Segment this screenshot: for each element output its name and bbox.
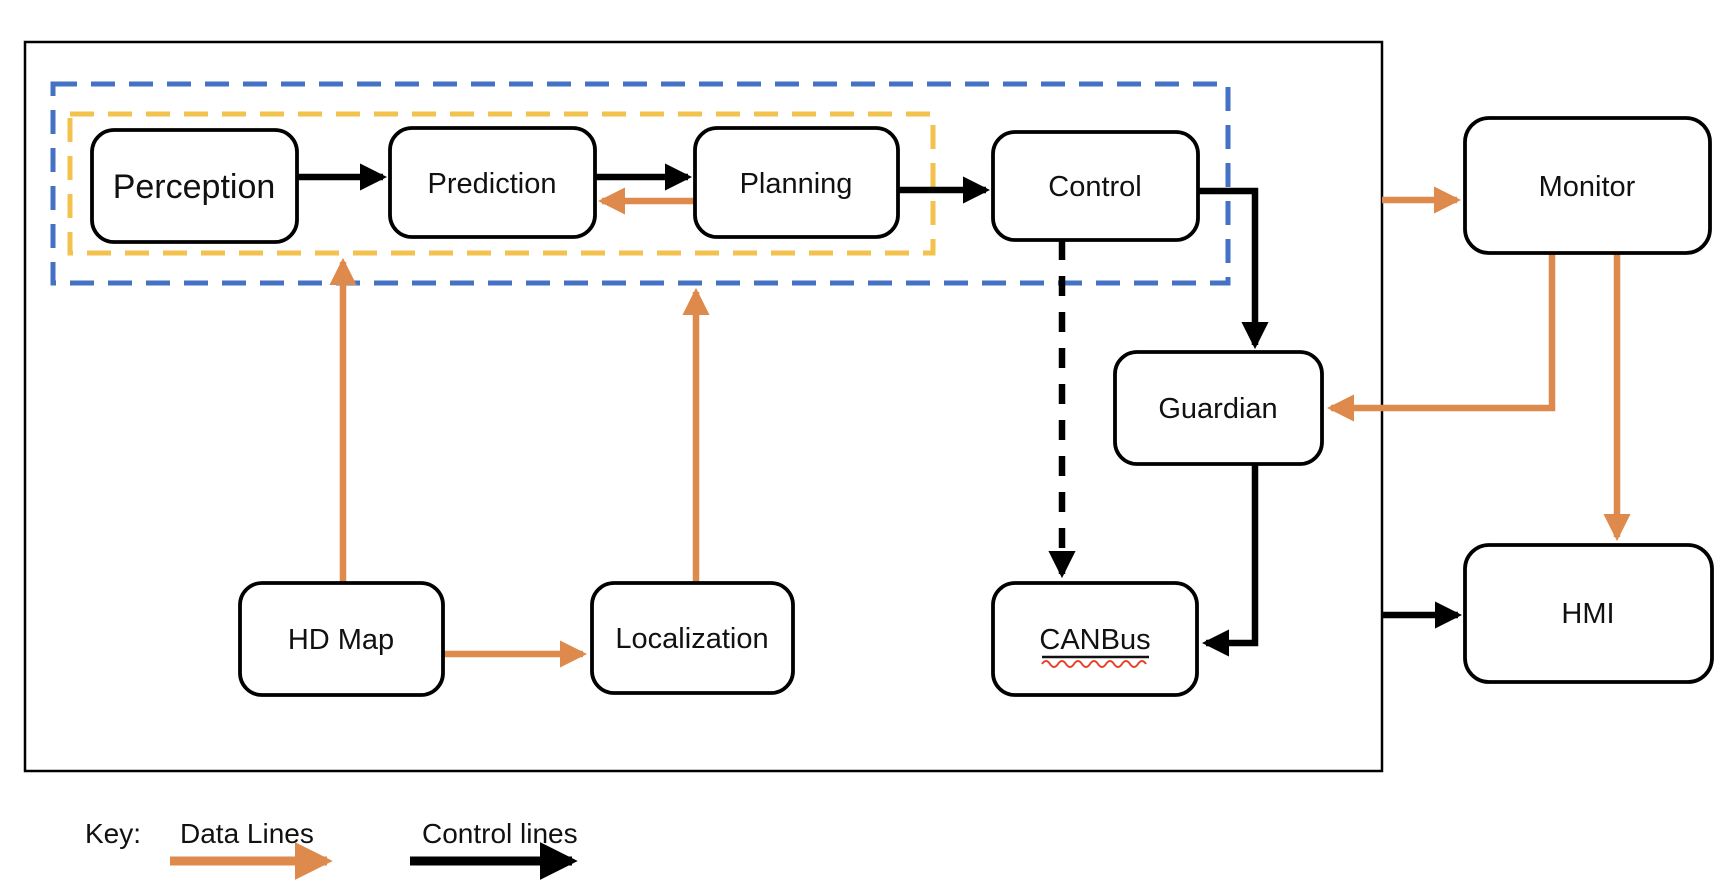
edge-control-guardian-to-canbus: [1201, 464, 1259, 657]
edge-data-monitor-to-guardian: [1326, 253, 1556, 422]
node-prediction: Prediction: [388, 126, 597, 239]
node-box: [1113, 350, 1324, 466]
node-label: Prediction: [428, 168, 557, 200]
node-box: [388, 126, 597, 239]
node-label: Planning: [740, 168, 853, 200]
node-hmi: HMI: [1463, 543, 1714, 684]
legend-title: Key:: [85, 818, 141, 849]
node-box: [1463, 116, 1712, 255]
node-box: [90, 128, 299, 244]
node-planning: Planning: [693, 126, 900, 239]
node-label: Guardian: [1158, 393, 1277, 425]
autonomy-software-group: [50, 81, 1231, 286]
node-label: HD Map: [288, 624, 394, 656]
legend-control-lines-label: Control lines: [422, 818, 578, 849]
node-guardian: Guardian: [1113, 350, 1324, 466]
node-box: [991, 130, 1200, 242]
node-label: Control: [1048, 171, 1142, 203]
node-label: Monitor: [1539, 171, 1636, 203]
edge-control-control-to-guardian: [1198, 187, 1269, 350]
node-hd-map: HD Map: [238, 581, 445, 697]
legend-data-lines-label: Data Lines: [180, 818, 314, 849]
node-label: HMI: [1561, 598, 1614, 630]
node-monitor: Monitor: [1463, 116, 1712, 255]
legend: Key: Data Lines Control lines: [85, 818, 578, 880]
spellcheck-squiggle-icon: [1041, 660, 1147, 668]
node-label: Localization: [615, 623, 768, 655]
node-box: [693, 126, 900, 239]
node-label: CANBus: [1039, 624, 1150, 656]
node-box: [590, 581, 795, 695]
node-localization: Localization: [590, 581, 795, 695]
node-box: [1463, 543, 1714, 684]
node-box: [238, 581, 445, 697]
perception-planning-group: [67, 111, 936, 256]
node-perception: Perception: [90, 128, 299, 244]
node-canbus: CANBus: [991, 581, 1199, 697]
node-box: [991, 581, 1199, 697]
node-control: Control: [991, 130, 1200, 242]
node-label: Perception: [113, 168, 276, 206]
